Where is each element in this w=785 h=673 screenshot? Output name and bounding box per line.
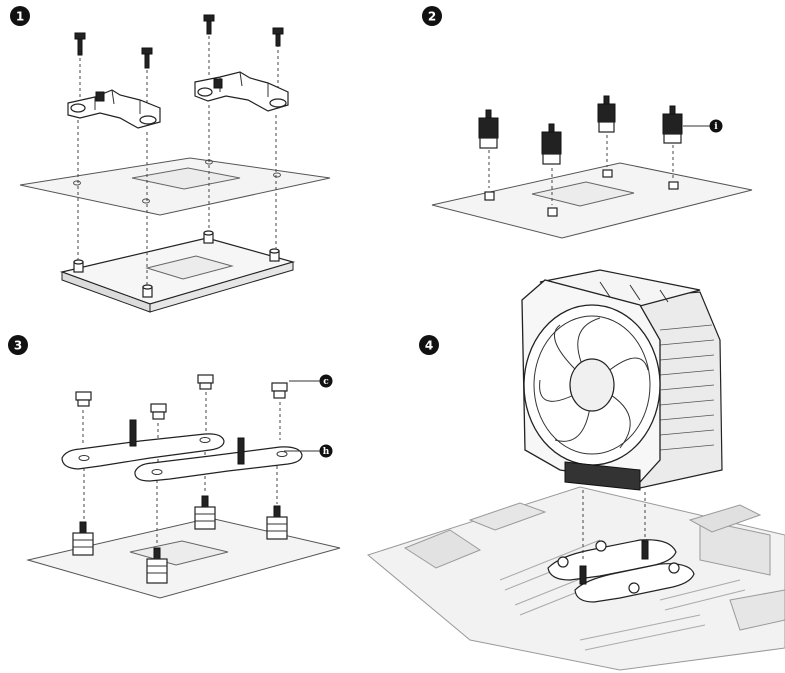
step-4-number: 4 <box>425 339 433 353</box>
nut-callout-label: c <box>323 377 329 387</box>
step-1-panel: 1 <box>10 6 331 313</box>
step-1-badge: 1 <box>10 6 30 26</box>
bracket-callout-label: h <box>323 447 330 457</box>
step-1-backplate-studs <box>73 230 280 298</box>
step-1-screws <box>74 14 284 69</box>
step-3-number: 3 <box>14 339 22 353</box>
step-2-board-holes <box>484 169 679 217</box>
step-2-standoffs <box>478 95 683 165</box>
step-3-panel: 3 <box>8 335 341 599</box>
bracket-callout: h <box>319 444 333 458</box>
step-4-badge: 4 <box>419 335 439 355</box>
step-4-cpu-cooler <box>521 269 723 491</box>
step-2-panel: 2 <box>422 6 753 239</box>
step-2-number: 2 <box>428 10 436 24</box>
step-3-threaded-studs <box>129 419 245 465</box>
step-2-cpu-area <box>531 181 635 207</box>
step-3-bracket-right <box>134 446 303 482</box>
step-3-nuts <box>75 374 288 420</box>
step-1-number: 1 <box>16 10 24 24</box>
step-4-panel: 4 <box>366 269 785 671</box>
standoff-callout: i <box>709 119 723 133</box>
step-3-board-standoffs <box>72 495 288 584</box>
nut-callout: c <box>319 374 333 388</box>
step-4-mounting-brackets <box>547 539 695 603</box>
step-3-badge: 3 <box>8 335 28 355</box>
step-2-badge: 2 <box>422 6 442 26</box>
step-1-cpu-area <box>131 167 241 190</box>
step-1-backplate-socket <box>145 255 234 280</box>
standoff-callout-label: i <box>714 122 718 132</box>
step-3-bracket-left <box>61 433 225 470</box>
step-1-bracket-right <box>194 71 289 112</box>
step-1-bracket-left <box>67 89 161 129</box>
